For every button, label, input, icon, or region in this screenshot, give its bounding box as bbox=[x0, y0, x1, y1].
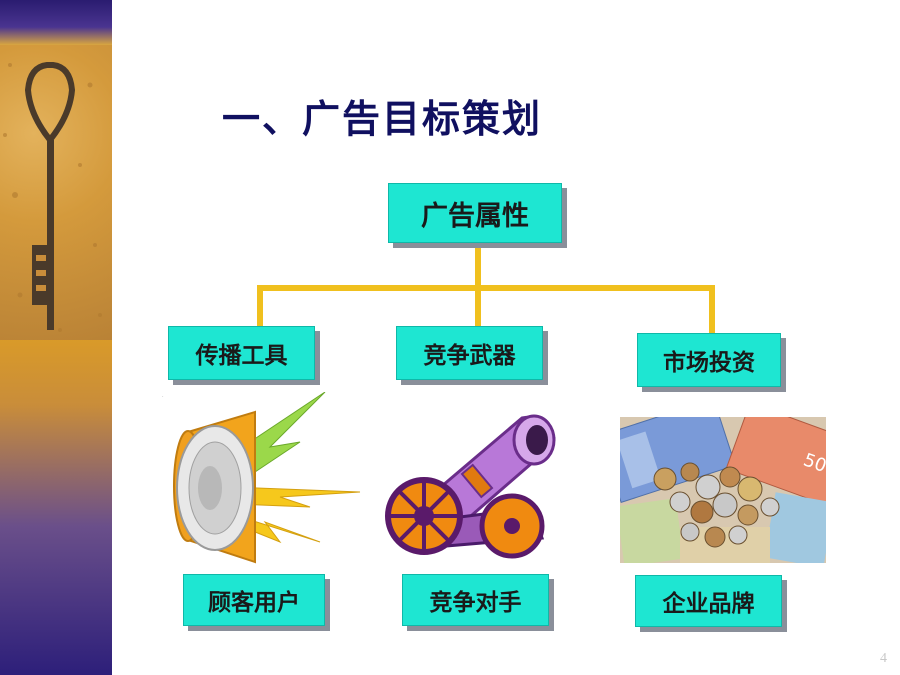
strip-top-band bbox=[0, 0, 112, 45]
connector-root-stem bbox=[475, 244, 481, 288]
slide-title: 一、广告目标策划 bbox=[222, 97, 543, 141]
bottom-label-3: 企业品牌 bbox=[662, 591, 755, 617]
branch-box-3: 市场投资 bbox=[637, 333, 781, 387]
bottom-box-2: 竞争对手 bbox=[402, 574, 549, 626]
bottom-label-2: 竞争对手 bbox=[429, 590, 522, 616]
bottom-box-3: 企业品牌 bbox=[635, 575, 782, 627]
connector-horizontal bbox=[257, 285, 715, 291]
branch-box-2: 竞争武器 bbox=[396, 326, 543, 380]
watermark-1: · bbox=[162, 394, 164, 400]
cannon-icon bbox=[385, 414, 556, 559]
root-label: 广告属性 bbox=[421, 200, 529, 232]
page-number: 4 bbox=[880, 651, 887, 666]
key-photo bbox=[0, 45, 112, 340]
branch-label-3: 市场投资 bbox=[663, 350, 755, 376]
bottom-box-1: 顾客用户 bbox=[183, 574, 325, 626]
connector-mid-drop bbox=[475, 285, 481, 327]
key-icon bbox=[3, 62, 102, 332]
money-photo: 50 bbox=[620, 417, 826, 563]
bottom-label-1: 顾客用户 bbox=[208, 590, 300, 616]
branch-box-1: 传播工具 bbox=[168, 326, 315, 380]
connector-right-drop bbox=[709, 285, 715, 333]
branch-label-2: 竞争武器 bbox=[423, 343, 516, 369]
root-box: 广告属性 bbox=[388, 183, 562, 243]
loudspeaker-icon: · bbox=[162, 392, 361, 564]
connector-left-drop bbox=[257, 285, 263, 327]
branch-label-1: 传播工具 bbox=[195, 343, 288, 369]
